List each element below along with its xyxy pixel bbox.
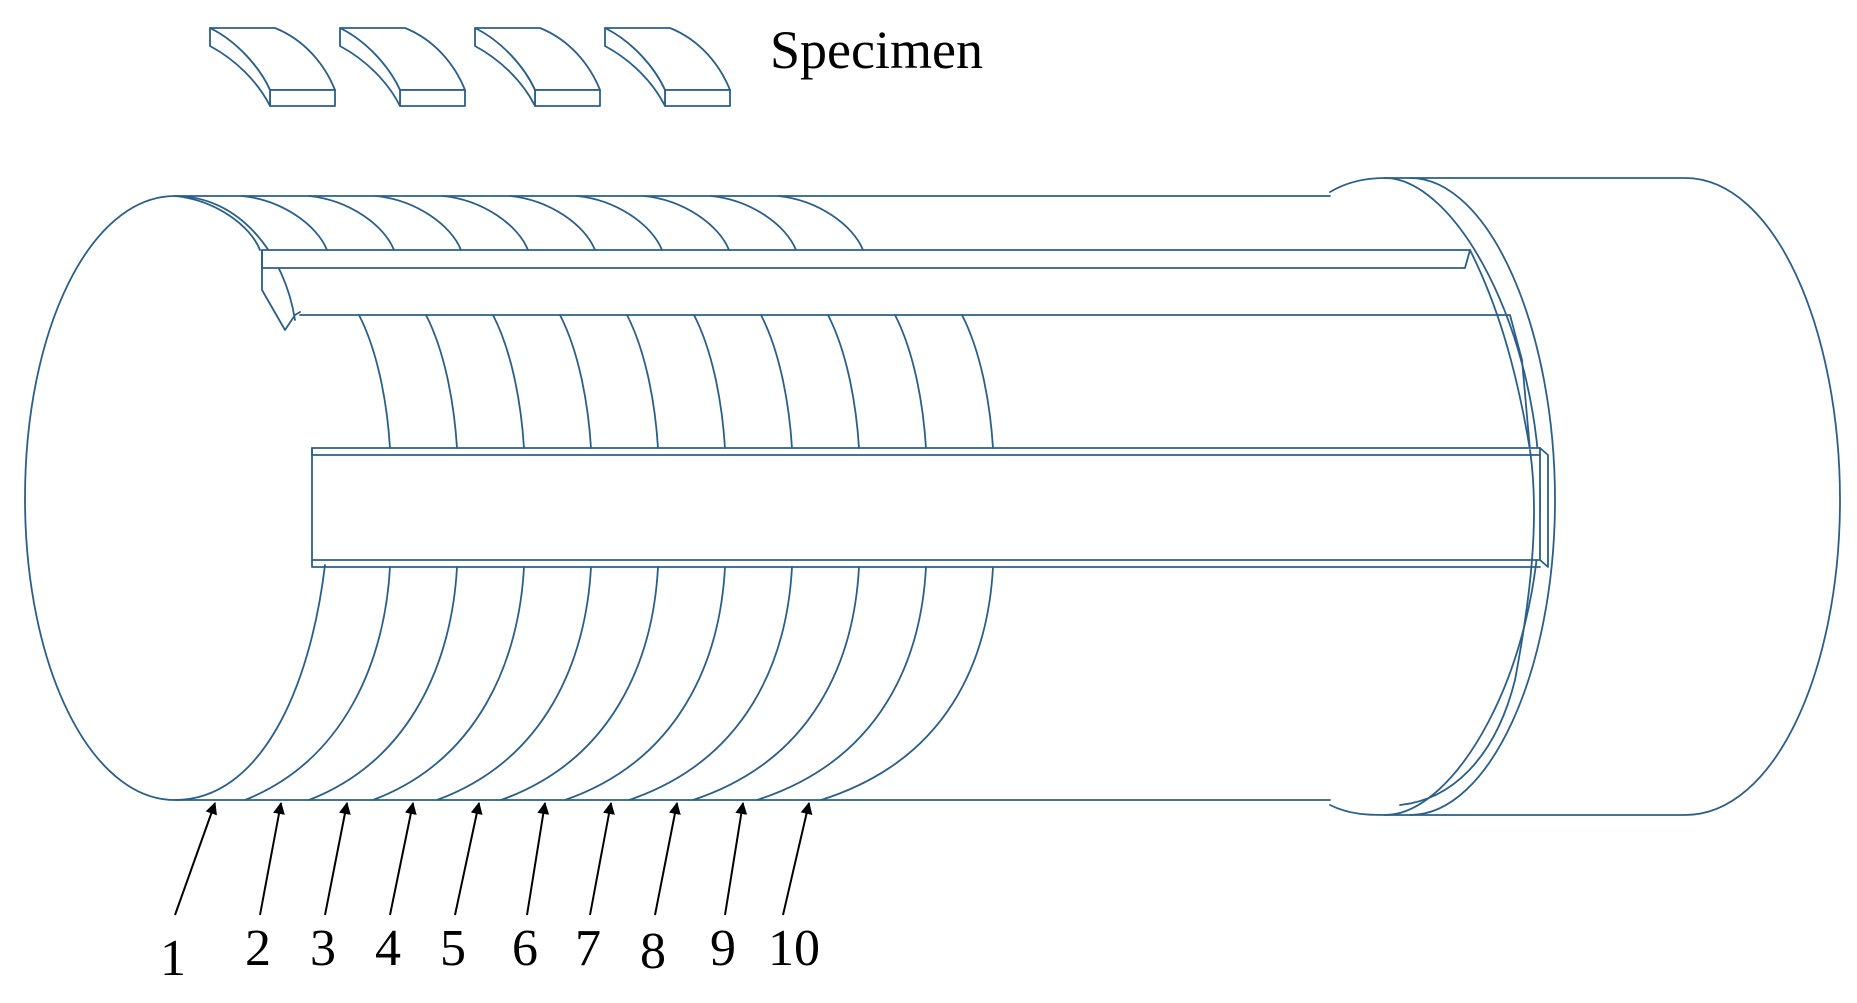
tube-front-opening-lower bbox=[174, 564, 326, 801]
specimen-label: Specimen bbox=[770, 20, 983, 80]
specimen-piece bbox=[339, 27, 466, 107]
ring-inner-lower-arc bbox=[372, 566, 525, 801]
ring-inner-upper-arc bbox=[760, 314, 793, 449]
position-arrows bbox=[174, 802, 813, 916]
position-arrow bbox=[174, 802, 217, 916]
ring-inner-upper-arc bbox=[961, 314, 994, 449]
ring-inner-upper-arc bbox=[827, 314, 860, 449]
ring-top-arc bbox=[375, 195, 462, 251]
specimen-front-face bbox=[534, 89, 601, 107]
ring-inner-lower-arc bbox=[692, 566, 860, 801]
specimen-side-face bbox=[339, 27, 401, 107]
position-label: 8 bbox=[640, 923, 666, 980]
specimen-piece bbox=[604, 27, 731, 107]
ring-top-arc bbox=[509, 195, 596, 251]
position-ring bbox=[375, 195, 592, 801]
ring-top-arc bbox=[308, 195, 395, 251]
specimen-side-face bbox=[604, 27, 666, 107]
position-label: 1 bbox=[160, 930, 186, 987]
ring-inner-upper-arc bbox=[626, 314, 659, 449]
position-label: 6 bbox=[512, 920, 538, 977]
centre-bar-end bbox=[1539, 447, 1549, 568]
ring-inner-upper-arc bbox=[492, 314, 525, 449]
position-arrow bbox=[589, 802, 615, 916]
position-arrow bbox=[654, 802, 681, 916]
ring-inner-lower-arc bbox=[500, 566, 659, 801]
position-ring bbox=[442, 195, 659, 801]
ring-inner-upper-arc bbox=[693, 314, 726, 449]
ring-top-arc bbox=[643, 195, 730, 251]
ring-inner-lower-arc bbox=[564, 566, 726, 801]
ring-inner-upper-arc bbox=[894, 314, 927, 449]
tube-end-seam bbox=[1399, 449, 1535, 806]
cylinder-assembly bbox=[24, 177, 1841, 816]
ring-top-arc bbox=[777, 195, 864, 251]
ring-top-arc bbox=[241, 195, 328, 251]
ring-inner-lower-arc bbox=[628, 566, 793, 801]
position-label: 2 bbox=[245, 920, 271, 977]
centre-bar-bottom-lip bbox=[311, 559, 1541, 568]
tube-front-opening-inner bbox=[174, 195, 296, 321]
specimen-piece bbox=[474, 27, 601, 107]
ring-inner-upper-arc bbox=[358, 314, 391, 449]
position-ring bbox=[643, 195, 860, 801]
inner-panel-top bbox=[299, 314, 1531, 451]
ring-inner-upper-arc bbox=[559, 314, 592, 449]
inner-panel-back bbox=[1469, 249, 1531, 451]
ring-inner-lower-arc bbox=[308, 566, 458, 801]
position-ring bbox=[710, 195, 927, 801]
position-label: 9 bbox=[710, 920, 736, 977]
ring-inner-lower-arc bbox=[756, 566, 927, 801]
ring-top-arc bbox=[442, 195, 529, 251]
upper-rail-underside bbox=[261, 267, 301, 331]
centre-bar bbox=[311, 447, 1541, 561]
ring-top-arc bbox=[174, 195, 261, 251]
position-rings bbox=[174, 195, 994, 801]
position-arrow bbox=[454, 802, 483, 916]
position-ring bbox=[308, 195, 525, 801]
end-cap-flange bbox=[1329, 177, 1386, 816]
position-ring bbox=[241, 195, 458, 801]
specimen-piece bbox=[209, 27, 336, 107]
position-ring bbox=[509, 195, 726, 801]
ring-inner-lower-arc bbox=[436, 566, 592, 801]
position-ring bbox=[777, 195, 994, 801]
position-arrow bbox=[259, 802, 285, 916]
specimen-front-face bbox=[664, 89, 731, 107]
specimen-front-face bbox=[269, 89, 336, 107]
position-arrow bbox=[324, 802, 351, 916]
specimen-front-face bbox=[399, 89, 466, 107]
position-label: 3 bbox=[310, 920, 336, 977]
position-ring bbox=[576, 195, 793, 801]
position-label: 5 bbox=[440, 920, 466, 977]
ring-top-arc bbox=[576, 195, 663, 251]
tube-front-opening bbox=[24, 195, 176, 801]
position-arrow bbox=[724, 802, 748, 916]
ring-inner-lower-arc bbox=[244, 566, 391, 801]
specimen-side-face bbox=[209, 27, 271, 107]
position-arrow bbox=[389, 802, 417, 916]
position-label: 10 bbox=[768, 920, 820, 977]
ring-inner-upper-arc bbox=[425, 314, 458, 449]
specimen-side-face bbox=[474, 27, 536, 107]
end-cap-body bbox=[1384, 177, 1841, 816]
ring-inner-lower-arc bbox=[820, 566, 994, 801]
specimen-group bbox=[209, 27, 731, 107]
centre-bar-top-lip bbox=[311, 447, 1541, 456]
position-label: 7 bbox=[575, 920, 601, 977]
position-ring bbox=[174, 195, 391, 801]
end-cap-rim bbox=[1409, 177, 1556, 816]
position-arrow bbox=[782, 802, 813, 916]
upper-rail bbox=[261, 249, 1471, 269]
position-label: 4 bbox=[375, 920, 401, 977]
ring-top-arc bbox=[710, 195, 797, 251]
position-arrow bbox=[526, 802, 550, 916]
